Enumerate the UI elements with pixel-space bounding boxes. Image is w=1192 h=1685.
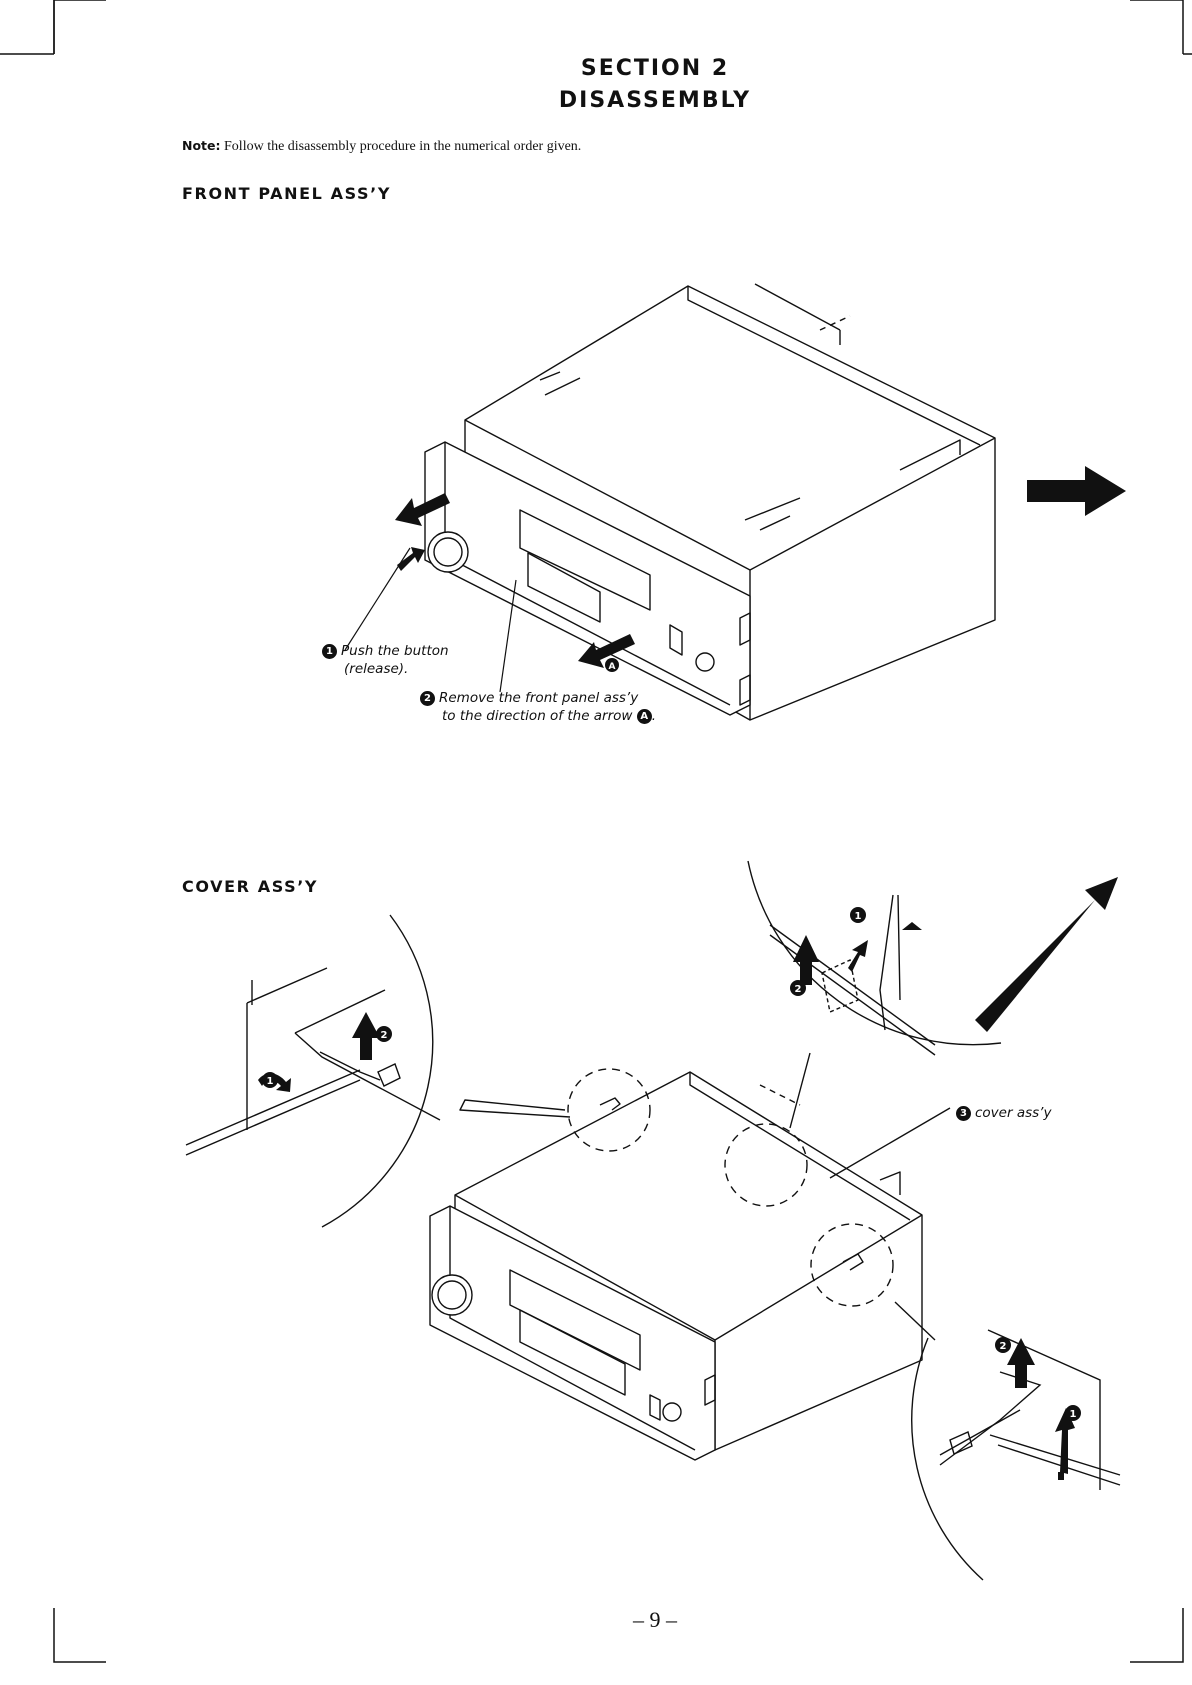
callout-left-badge1-num: 1 [267,1076,274,1087]
callout-left-up-arrow-icon [352,1012,380,1060]
step3-text: cover ass’y [975,1105,1051,1121]
lift-cover-arrow-icon [975,877,1118,1032]
callout-top-badge2-num: 2 [795,984,802,995]
page-number: – 9 – [0,1607,1192,1633]
callout-top-tip-icon [902,922,922,930]
callout-top-push-arrow-icon [848,940,868,972]
callout-bottom-badge1-num: 1 [1070,1409,1077,1420]
callout-left-badge2-num: 2 [381,1030,388,1041]
cover-step3-label: 3 cover ass’y [956,1104,1051,1122]
step3-badge: 3 [956,1106,971,1121]
callout-bottom-up-arrow-icon [1007,1338,1035,1388]
callout-bottom-badge2-num: 2 [1000,1341,1007,1352]
callout-top-badge1-num: 1 [855,911,862,922]
callout-top-up-arrow-icon [793,935,819,985]
